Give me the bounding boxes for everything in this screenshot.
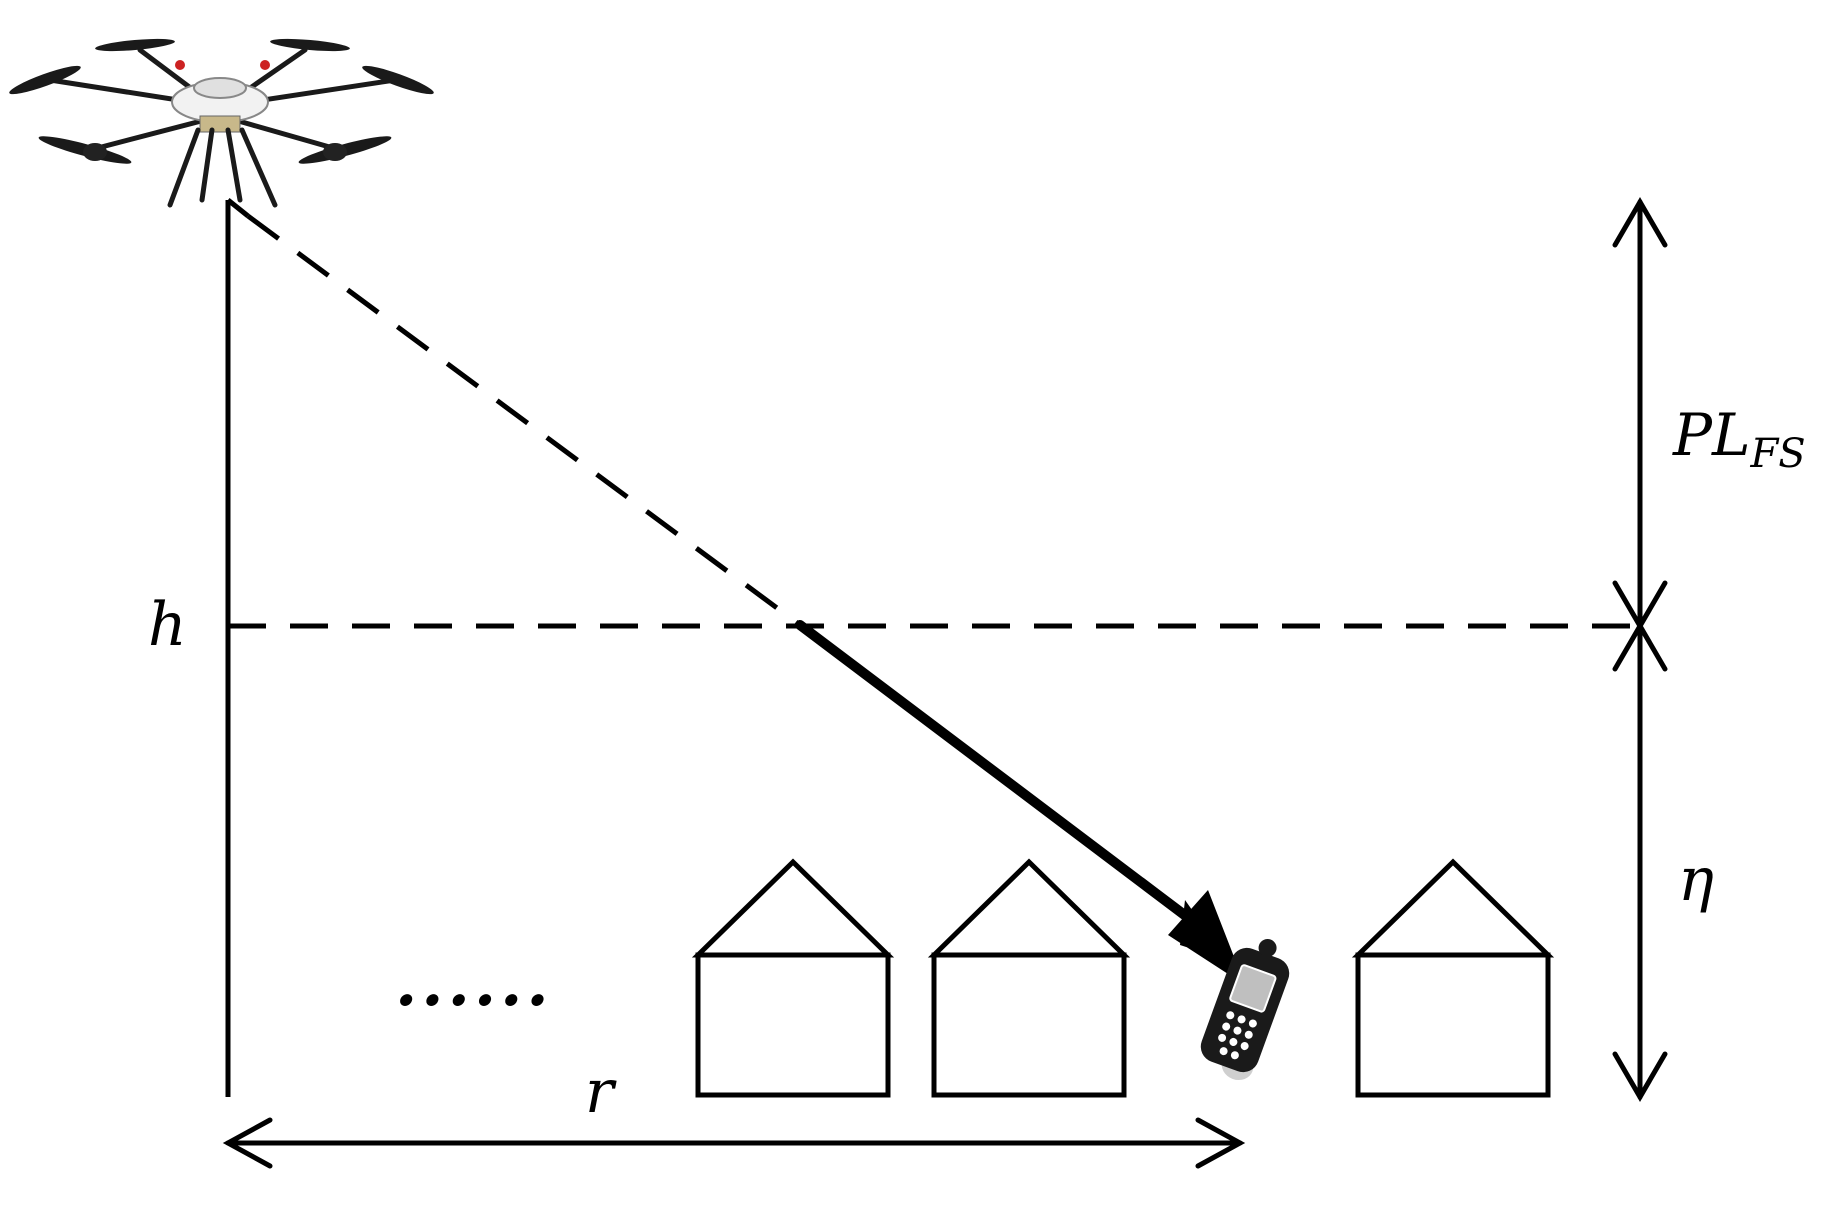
pl-fs-dimension-arrow xyxy=(1612,197,1668,631)
drone-icon xyxy=(9,38,434,208)
eta-dimension-arrow xyxy=(1612,621,1668,1102)
signal-path-arrow xyxy=(795,620,1220,943)
r-dimension-arrow xyxy=(222,1117,1246,1169)
label-pl-main: PL xyxy=(1672,401,1751,469)
signal-arrow-head xyxy=(1168,890,1245,985)
uav-height-tick xyxy=(226,198,250,218)
label-eta: η xyxy=(1678,845,1714,915)
label-r: r xyxy=(585,1057,617,1127)
line-of-sight-dashed xyxy=(246,213,802,628)
mobile-phone-icon xyxy=(1200,938,1290,1081)
house-icon xyxy=(691,858,895,1098)
house-icon xyxy=(927,858,1131,1098)
label-pl-fs: PLFS xyxy=(1672,401,1806,477)
label-h: h xyxy=(148,590,187,660)
label-ellipsis: ...... xyxy=(395,946,553,1021)
label-pl-sub: FS xyxy=(1750,431,1806,477)
house-icon xyxy=(1351,858,1555,1098)
